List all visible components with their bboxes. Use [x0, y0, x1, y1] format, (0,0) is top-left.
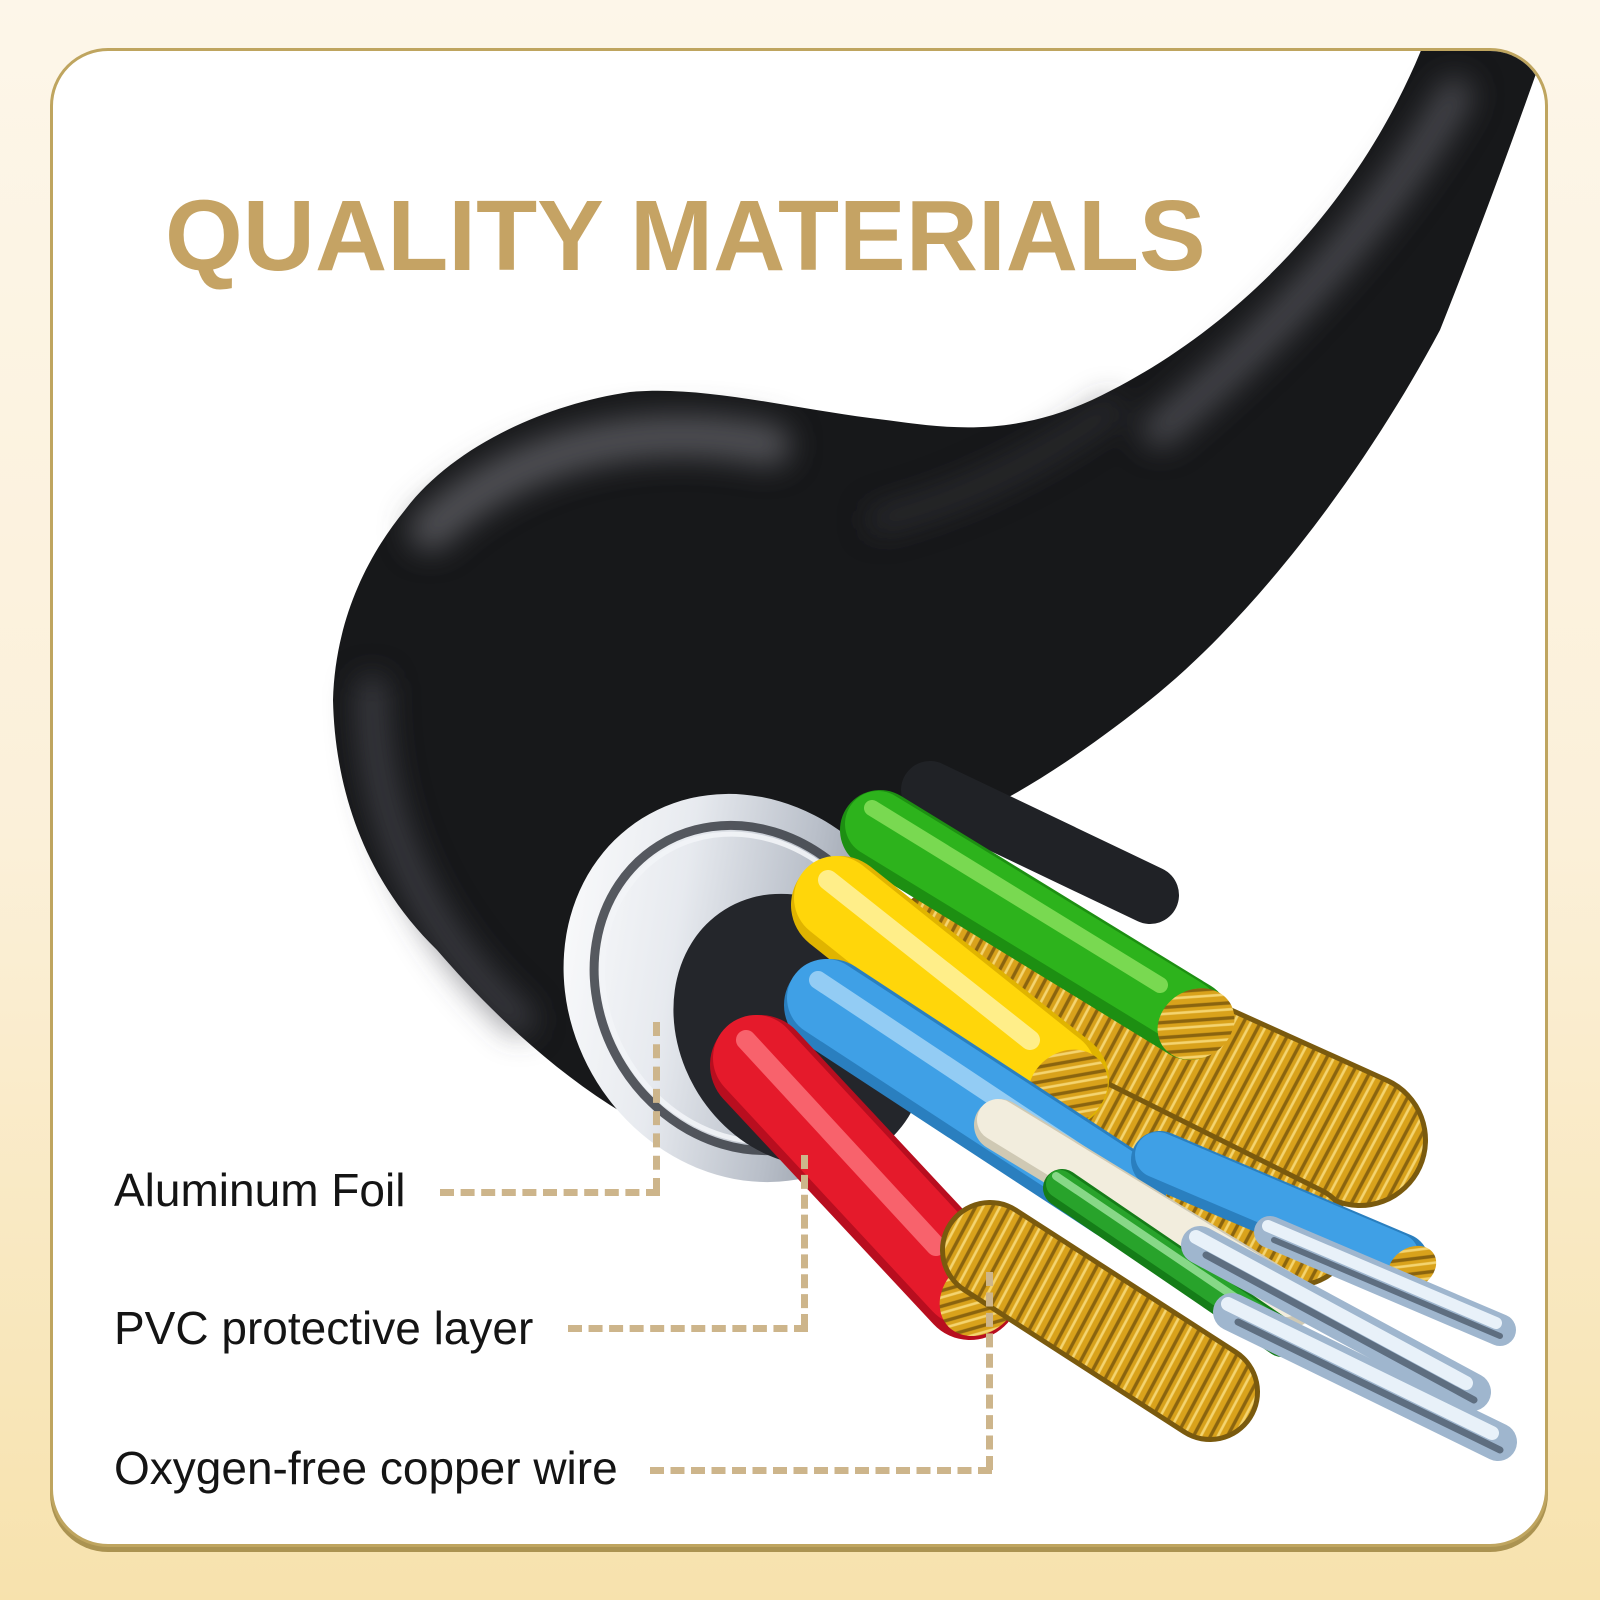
inner-sheath-strip — [901, 761, 1179, 924]
leader-oxygen-vertical — [986, 1272, 993, 1470]
label-oxygen-free-copper-wire: Oxygen-free copper wire — [114, 1442, 618, 1494]
leader-pvc-horizontal — [568, 1325, 808, 1332]
wire-yellow — [791, 856, 1109, 1129]
wire-green — [840, 790, 1235, 1060]
leader-pvc-vertical — [801, 1155, 808, 1328]
product-card: QUALITY MATERIALS — [50, 48, 1548, 1547]
leader-aluminum-vertical — [653, 1022, 660, 1192]
jacket-highlights — [356, 77, 1473, 1035]
glass-rods — [1181, 1216, 1517, 1461]
leader-aluminum-horizontal — [440, 1189, 660, 1196]
page-title: QUALITY MATERIALS — [165, 180, 1206, 292]
cable-illustration — [333, 51, 1544, 1461]
label-aluminum-foil: Aluminum Foil — [114, 1164, 406, 1216]
label-pvc-protective-layer: PVC protective layer — [114, 1302, 534, 1354]
leader-oxygen-horizontal — [650, 1467, 992, 1474]
copper-bundle-front — [940, 1200, 1260, 1442]
wire-blue-right — [1131, 1131, 1437, 1291]
